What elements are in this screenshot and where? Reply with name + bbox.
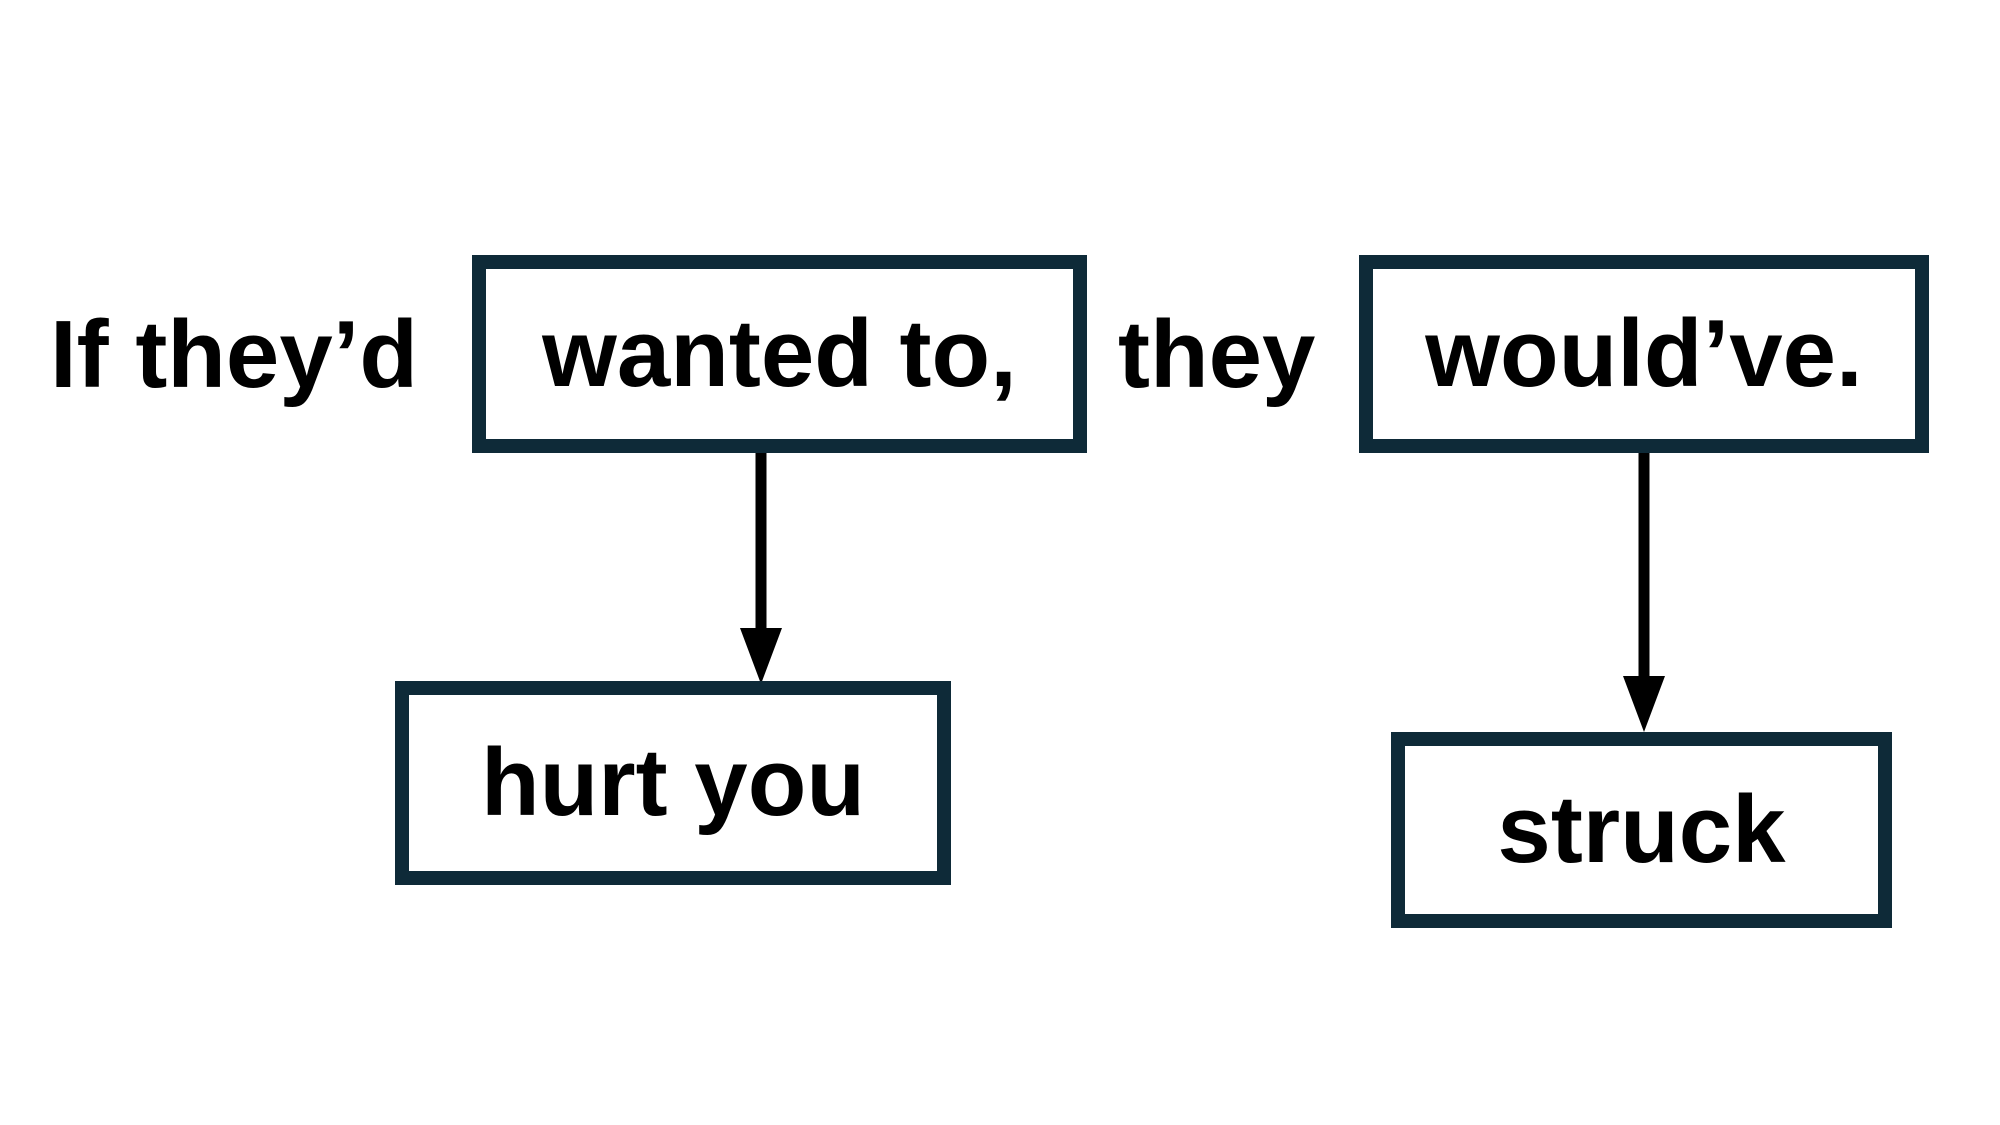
box-hurt-you: hurt you [395,681,951,885]
box-wouldve: would’ve. [1359,255,1929,453]
arrow-wouldve-struck [1623,453,1665,732]
box-wanted-to: wanted to, [472,255,1087,453]
box-struck-label: struck [1497,776,1786,883]
box-hurt-you-label: hurt you [481,729,865,836]
arrow-wanted-to-hurt-you [740,453,782,684]
box-wouldve-label: would’ve. [1425,300,1863,407]
box-struck: struck [1391,732,1892,928]
box-wanted-to-label: wanted to, [542,300,1017,407]
text-they: they [1118,301,1316,408]
text-if-theyd: If they’d [50,301,419,408]
